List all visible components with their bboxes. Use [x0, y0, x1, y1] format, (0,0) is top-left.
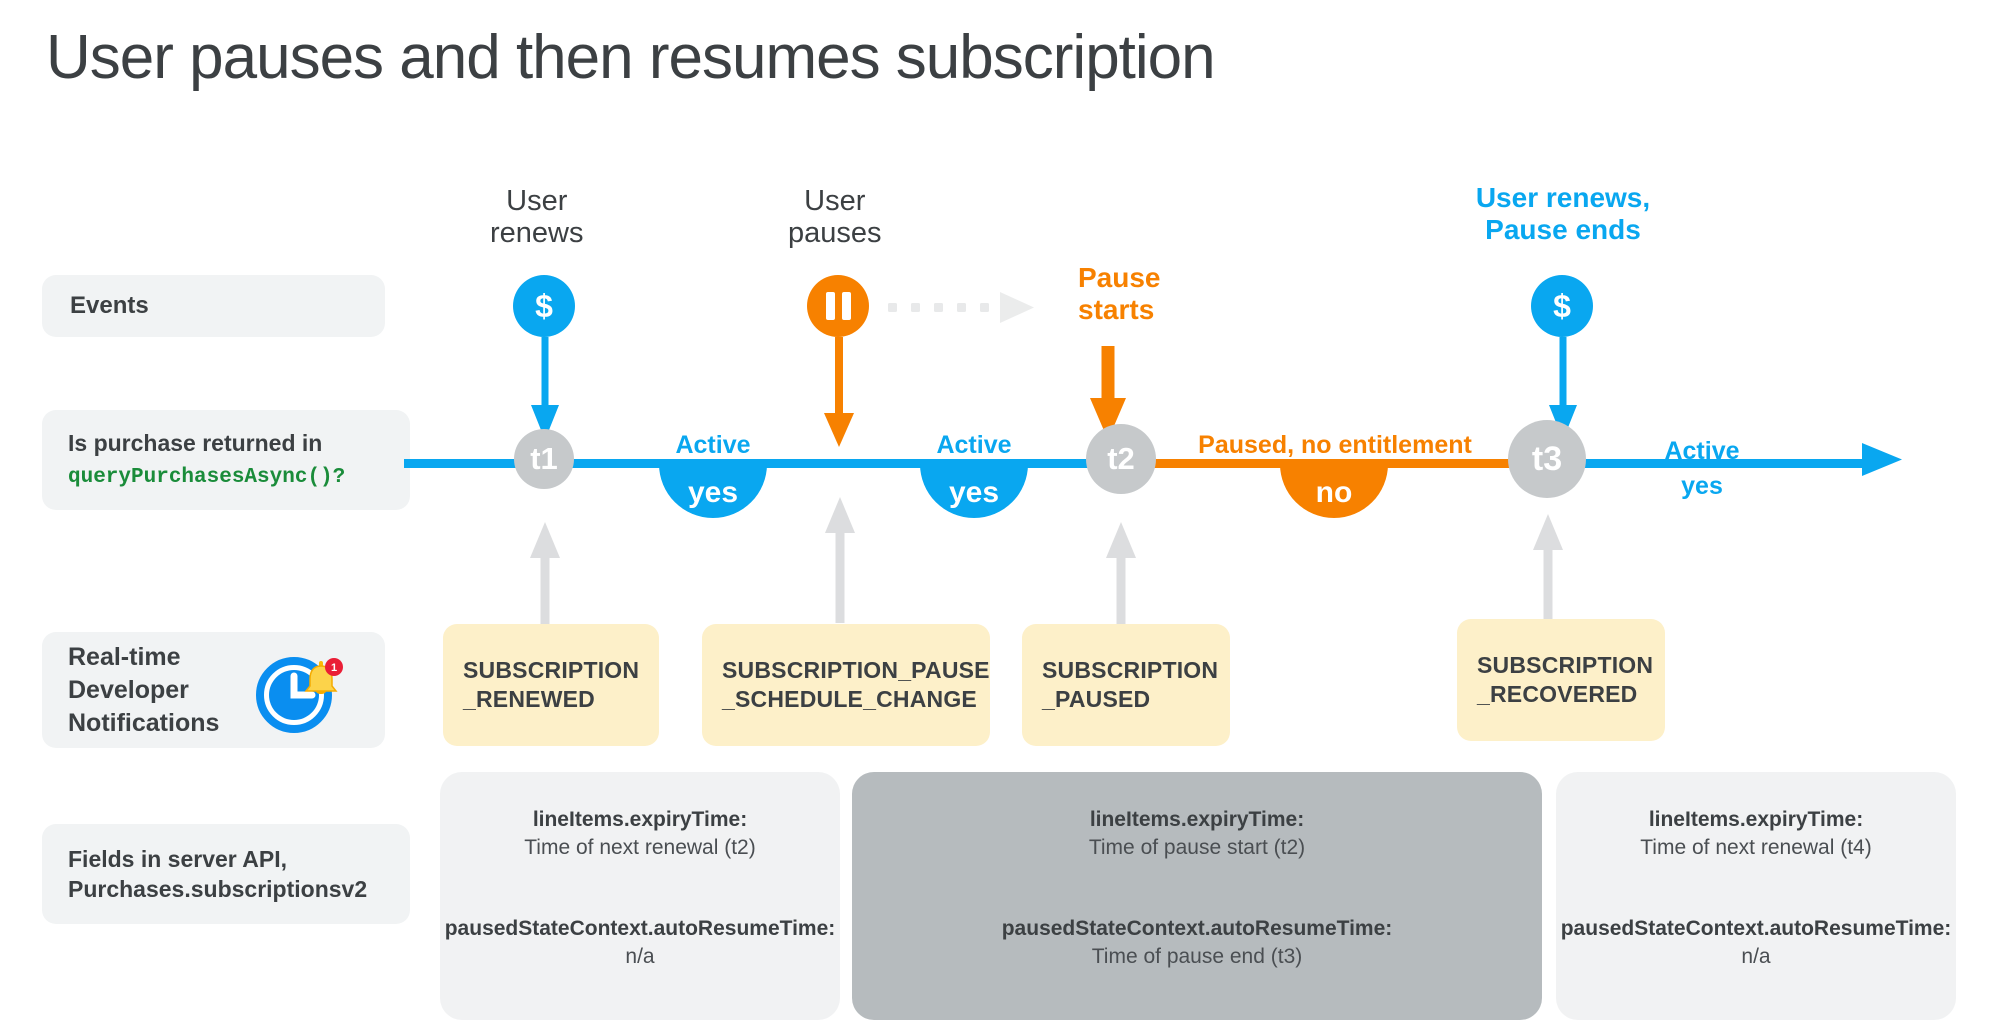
- timeline-line-active-1: [404, 459, 1144, 468]
- row-label-fields-text: Fields in server API, Purchases.subscrip…: [68, 844, 367, 905]
- notification-line1: SUBSCRIPTION: [1042, 656, 1219, 683]
- timeline-line-active-2: [1560, 459, 1870, 468]
- rtdn-badge-count: 1: [331, 662, 337, 674]
- entitlement-value-seg-1: yes: [687, 476, 739, 509]
- pause-icon-circle[interactable]: [807, 275, 869, 337]
- event-label-user-pauses: User pauses: [788, 185, 882, 250]
- event-label-user-pauses-line1: User: [804, 185, 866, 217]
- field-value-resume-t3: n/a: [1741, 945, 1771, 969]
- notification-line2: _RECOVERED: [1477, 681, 1638, 707]
- entitlement-halfdisk-seg-3: no: [1280, 464, 1388, 518]
- field-key-resume-t1: pausedStateContext.autoResumeTime:: [444, 916, 836, 940]
- notification-line2: _PAUSED: [1042, 686, 1151, 712]
- row-label-rtdn-line2: Developer: [68, 675, 189, 704]
- event-label-pause-starts-line2: starts: [1078, 294, 1155, 326]
- field-value-resume-t2: Time of pause end (t3): [1091, 945, 1303, 969]
- row-label-events-text: Events: [70, 292, 149, 320]
- row-label-query-text: Is purchase returned in queryPurchasesAs…: [68, 428, 345, 491]
- row-label-server-fields: Fields in server API, Purchases.subscrip…: [42, 824, 410, 924]
- server-fields-card-t1[interactable]: lineItems.expiryTime: Time of next renew…: [440, 772, 840, 1020]
- field-value-expiry-t2: Time of pause start (t2): [1088, 836, 1306, 860]
- server-fields-card-t3[interactable]: lineItems.expiryTime: Time of next renew…: [1556, 772, 1956, 1020]
- event-label-user-renews: User renews: [490, 185, 584, 250]
- field-key-expiry-t1: lineItems.expiryTime:: [532, 808, 748, 831]
- timeline-node-t1[interactable]: t1: [514, 429, 574, 489]
- timeline-node-t2[interactable]: t2: [1086, 424, 1156, 494]
- arrow-down-renew-t1: [529, 337, 561, 442]
- field-value-expiry-t1: Time of next renewal (t2): [524, 836, 756, 860]
- entitlement-halfdisk-seg-2: yes: [920, 464, 1028, 518]
- event-label-user-renews-line2: renews: [490, 216, 584, 249]
- notification-card-subscription-paused[interactable]: SUBSCRIPTION _PAUSED: [1022, 624, 1230, 746]
- event-label-user-pauses-line2: pauses: [788, 216, 882, 249]
- arrow-up-subscription-recovered: [1533, 512, 1563, 622]
- arrow-down-pause-starts: [1090, 346, 1126, 442]
- notification-line1: SUBSCRIPTION: [463, 656, 640, 683]
- event-label-pause-starts: Pause starts: [1078, 262, 1161, 326]
- notification-card-subscription-pause-schedule-change[interactable]: SUBSCRIPTION_PAUSE _SCHEDULE_CHANGE: [702, 624, 990, 746]
- row-label-fields-line2: Purchases.subscriptionsv2: [68, 876, 368, 902]
- event-label-renews-pause-ends-line2: Pause ends: [1485, 214, 1641, 246]
- dollar-icon-t1[interactable]: $: [513, 275, 575, 337]
- row-label-events: Events: [42, 275, 385, 337]
- notification-line1: SUBSCRIPTION: [1477, 651, 1654, 678]
- notification-card-subscription-renewed[interactable]: SUBSCRIPTION _RENEWED: [443, 624, 659, 746]
- page-title: User pauses and then resumes subscriptio…: [46, 23, 1216, 92]
- notification-line2: _RENEWED: [463, 686, 595, 712]
- entitlement-value-seg-3: no: [1315, 476, 1353, 509]
- event-label-renews-pause-ends-line1: User renews,: [1475, 182, 1651, 213]
- timeline-line-paused: [1120, 459, 1570, 468]
- event-label-user-renews-pause-ends: User renews, Pause ends: [1468, 182, 1658, 246]
- server-fields-card-t2[interactable]: lineItems.expiryTime: Time of pause star…: [852, 772, 1542, 1020]
- field-key-expiry-t3: lineItems.expiryTime:: [1648, 808, 1864, 831]
- timeline-arrowhead: [1862, 443, 1904, 485]
- dollar-icon-t3[interactable]: $: [1531, 275, 1593, 337]
- notification-line2: _SCHEDULE_CHANGE: [722, 686, 977, 712]
- notification-text-subscription-paused: SUBSCRIPTION _PAUSED: [1042, 656, 1218, 715]
- field-value-expiry-t3: Time of next renewal (t4): [1640, 836, 1872, 860]
- timeline-node-t3[interactable]: t3: [1508, 420, 1586, 498]
- arrow-up-subscription-pause-schedule-change: [825, 495, 855, 623]
- row-label-rtdn-line1: Real-time: [68, 642, 181, 671]
- arrow-down-user-pauses: [823, 337, 855, 449]
- entitlement-value-seg-4: yes: [1681, 472, 1723, 500]
- event-label-user-renews-line1: User: [506, 185, 568, 217]
- arrow-up-subscription-paused: [1106, 520, 1136, 625]
- clock-bell-notification-icon: 1: [252, 645, 344, 737]
- row-label-query-purchases: Is purchase returned in queryPurchasesAs…: [42, 410, 410, 510]
- segment-label-seg-2: Active: [936, 431, 1012, 459]
- row-label-query-line1: Is purchase returned in: [68, 430, 323, 457]
- field-key-resume-t2: pausedStateContext.autoResumeTime:: [1001, 916, 1393, 940]
- segment-label-seg-4: Active: [1664, 437, 1740, 465]
- field-key-resume-t3: pausedStateContext.autoResumeTime:: [1560, 916, 1952, 940]
- notification-text-subscription-recovered: SUBSCRIPTION _RECOVERED: [1477, 651, 1653, 710]
- notification-text-subscription-pause-schedule-change: SUBSCRIPTION_PAUSE _SCHEDULE_CHANGE: [722, 656, 990, 715]
- row-label-rtdn-line3: Notifications: [68, 708, 220, 737]
- segment-label-seg-3: Paused, no entitlement: [1198, 431, 1472, 459]
- row-label-rtdn-text: Real-time Developer Notifications: [68, 641, 219, 740]
- notification-line1: SUBSCRIPTION_PAUSE: [722, 656, 990, 683]
- notification-text-subscription-renewed: SUBSCRIPTION _RENEWED: [463, 656, 639, 715]
- field-value-resume-t1: n/a: [625, 945, 655, 969]
- field-key-expiry-t2: lineItems.expiryTime:: [1089, 808, 1305, 831]
- dotted-arrow-pause-starts: [888, 290, 1048, 324]
- entitlement-halfdisk-seg-1: yes: [659, 464, 767, 518]
- arrow-up-subscription-renewed: [530, 520, 560, 625]
- row-label-fields-line1: Fields in server API,: [68, 845, 288, 872]
- notification-card-subscription-recovered[interactable]: SUBSCRIPTION _RECOVERED: [1457, 619, 1665, 741]
- segment-label-seg-1: Active: [675, 431, 751, 459]
- row-label-query-code: queryPurchasesAsync()?: [68, 465, 346, 489]
- entitlement-value-seg-2: yes: [948, 476, 1000, 509]
- event-label-pause-starts-line1: Pause: [1078, 262, 1161, 293]
- pause-bars-icon: [825, 292, 851, 320]
